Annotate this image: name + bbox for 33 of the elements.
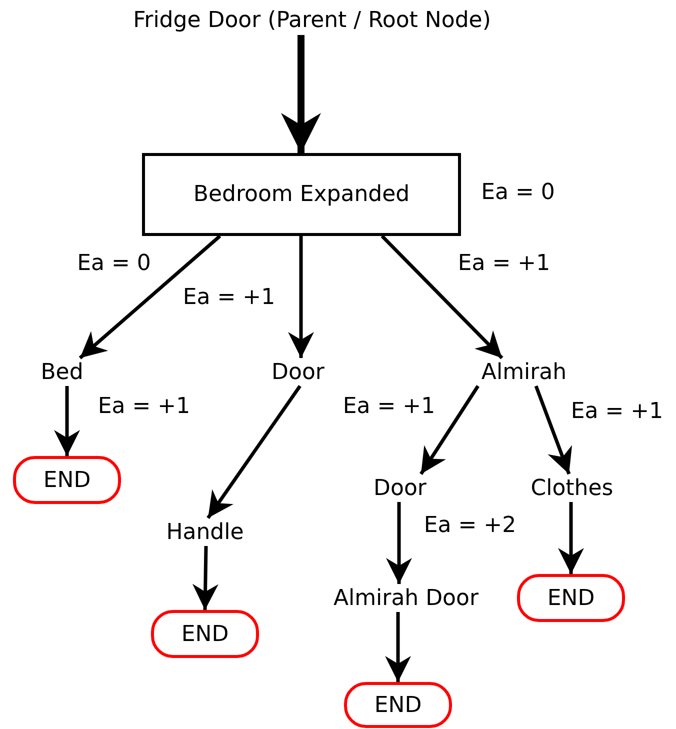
edge-label: Ea = +1 xyxy=(182,287,276,309)
arrow xyxy=(558,502,584,574)
terminal-box: END xyxy=(344,682,452,728)
edge-label: Ea = +1 xyxy=(98,396,190,418)
edge-label: Ea = 0 xyxy=(77,253,151,275)
edge-label: Ea = +1 xyxy=(570,401,664,423)
process-box: Bedroom Expanded xyxy=(142,153,461,236)
arrow xyxy=(54,386,80,456)
node-label: Clothes xyxy=(530,476,614,500)
node-label: Door xyxy=(272,360,324,384)
node-label: Almirah Door xyxy=(333,586,479,610)
annotation-label: Ea = 0 xyxy=(481,182,555,204)
node-label: Fridge Door (Parent / Root Node) xyxy=(133,8,491,32)
arrow xyxy=(281,35,321,153)
arrow xyxy=(420,385,480,475)
arrow xyxy=(534,385,572,475)
node-label: Bed xyxy=(40,360,84,384)
node-label: Door xyxy=(374,476,426,500)
terminal-box: END xyxy=(13,456,121,504)
node-label: Handle xyxy=(166,520,244,544)
arrow xyxy=(385,612,411,682)
arrow xyxy=(192,546,218,610)
terminal-box: END xyxy=(517,574,625,622)
edge-label: Ea = +2 xyxy=(424,515,516,537)
arrow xyxy=(380,234,504,360)
edge-label: Ea = +1 xyxy=(342,396,436,418)
edge-label: Ea = +1 xyxy=(458,253,550,275)
arrow xyxy=(206,385,302,519)
terminal-box: END xyxy=(151,610,259,658)
arrow xyxy=(78,234,222,360)
node-label: Almirah xyxy=(481,360,567,384)
arrow xyxy=(288,236,314,358)
arrow xyxy=(386,502,412,584)
